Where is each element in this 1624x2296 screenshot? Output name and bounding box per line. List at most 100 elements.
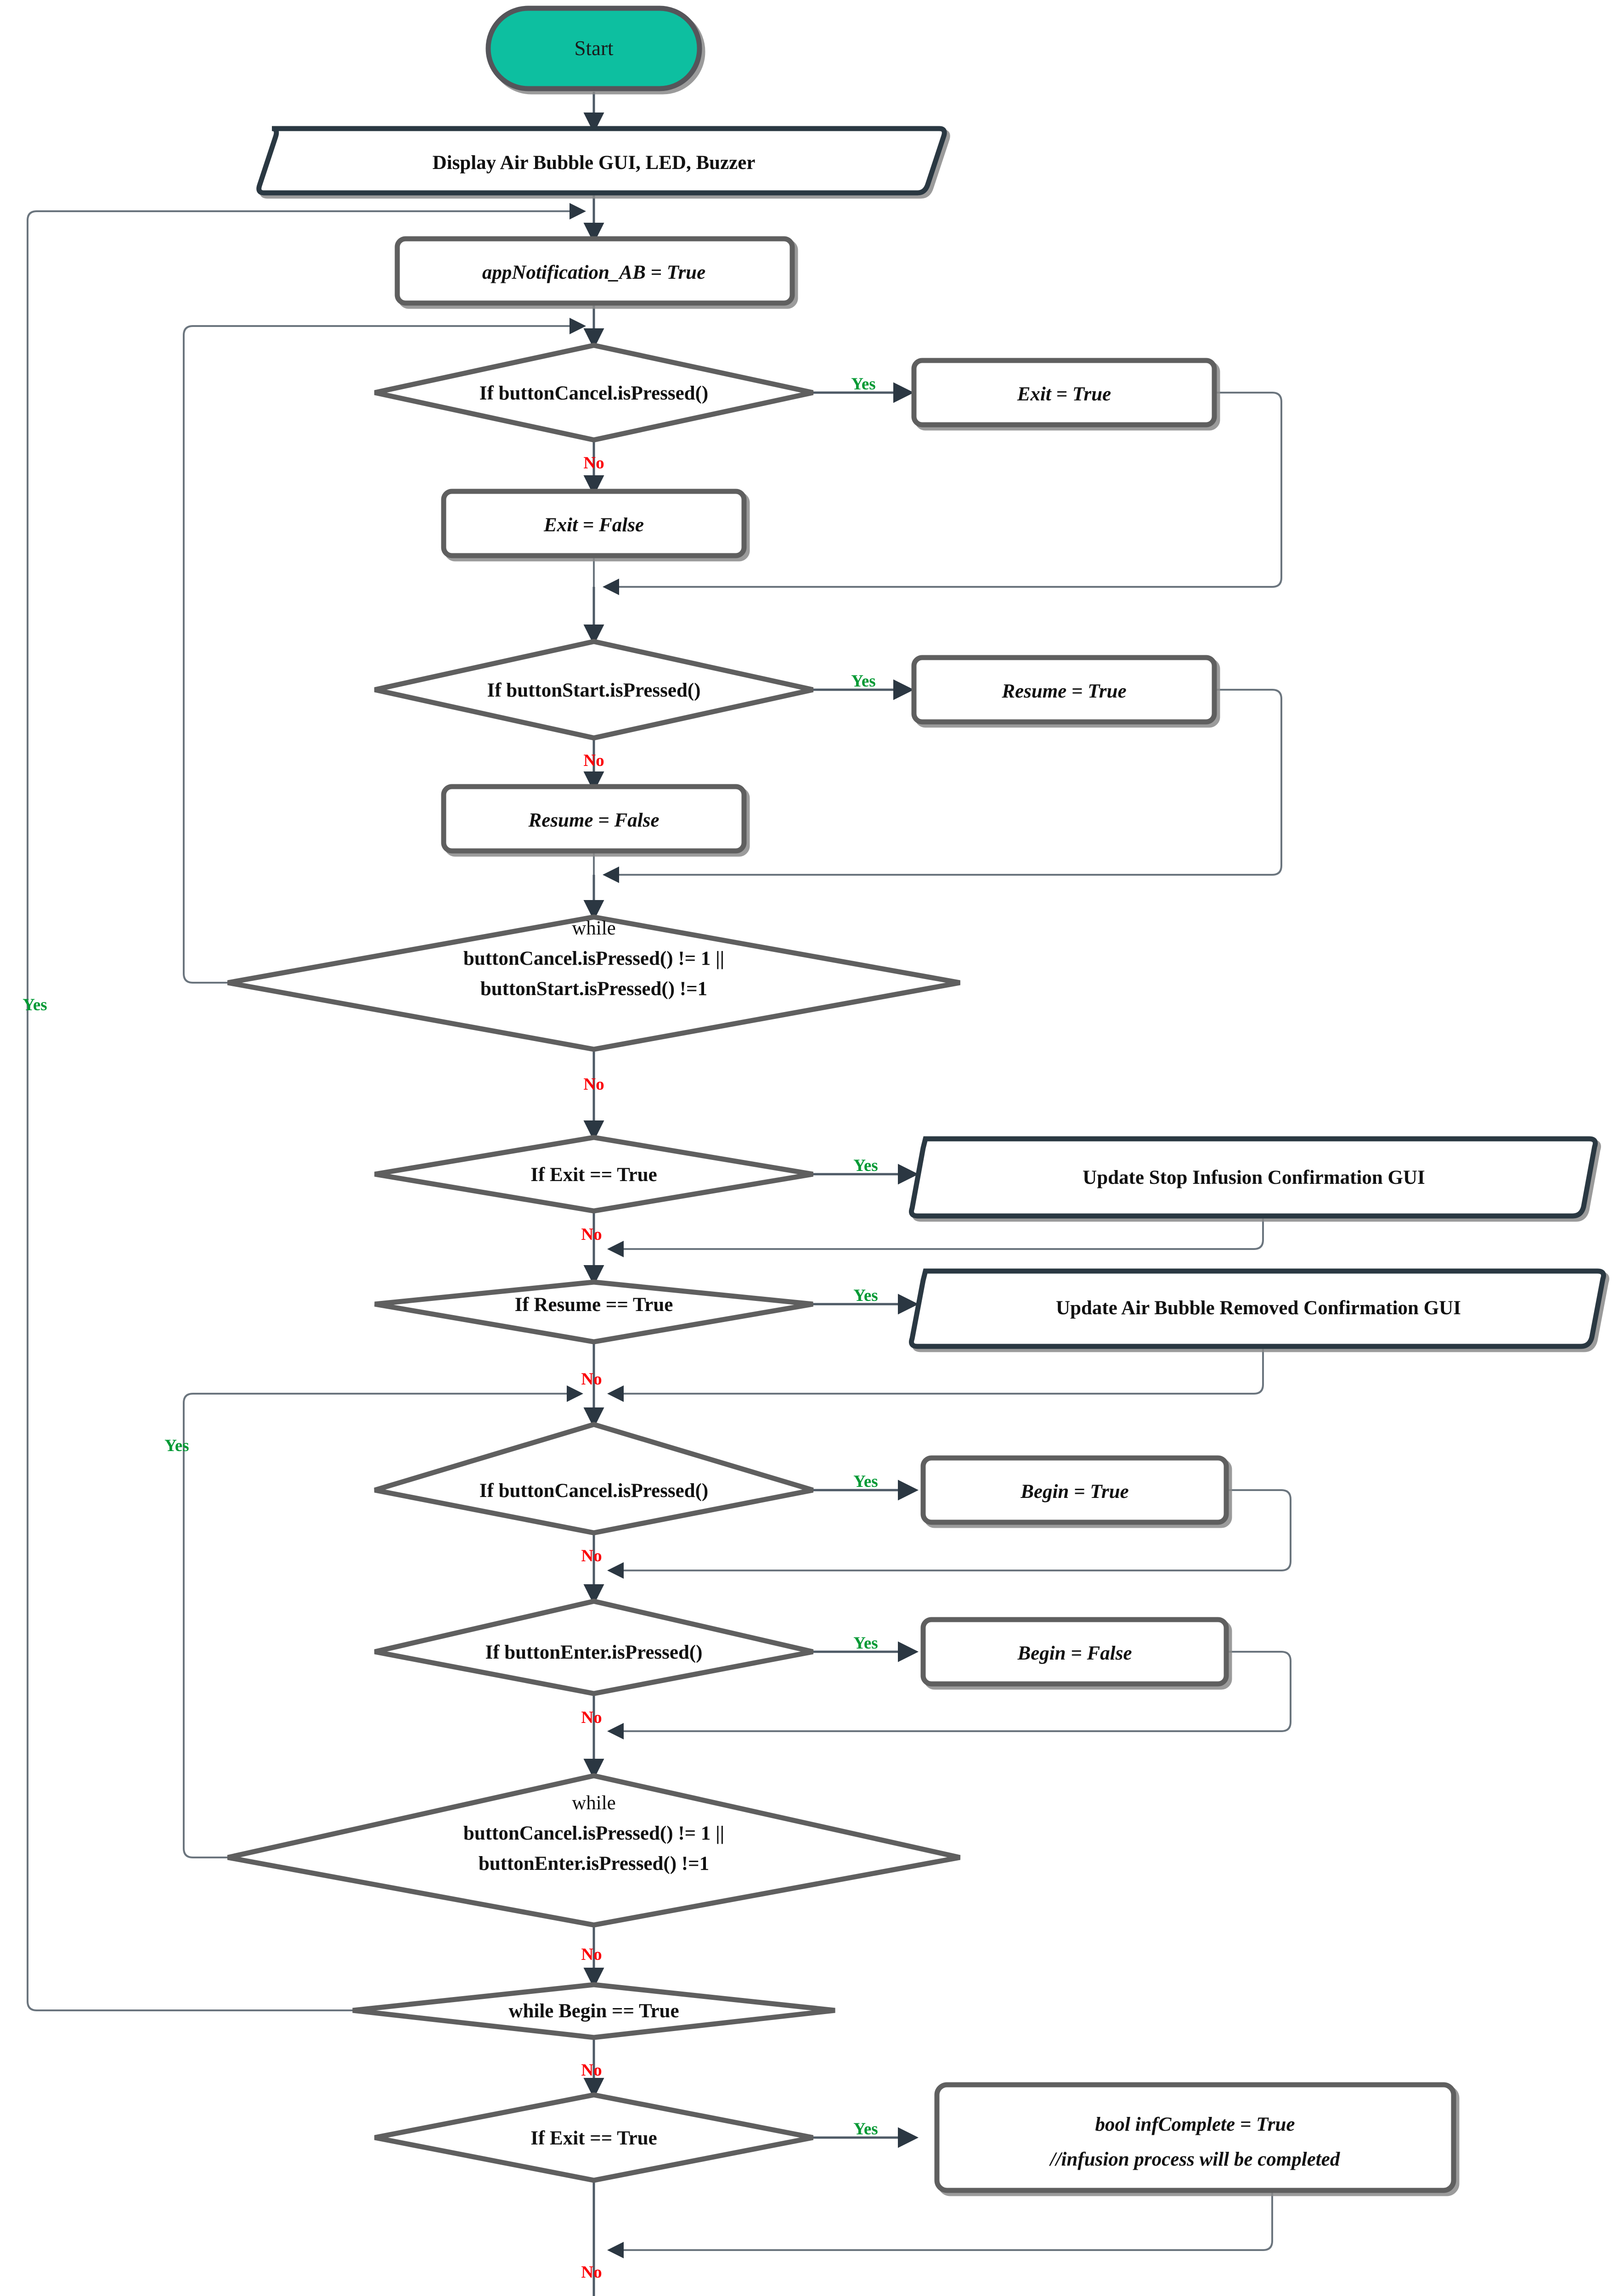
edge-whilebegin-yes-loop xyxy=(27,203,586,2011)
if-cancel-2-shape xyxy=(374,1422,814,1536)
while-1-line3: buttonStart.isPressed() !=1 xyxy=(480,978,707,1000)
if-start-label: If buttonStart.isPressed() xyxy=(487,680,700,701)
if-cancel-2-label: If buttonCancel.isPressed() xyxy=(479,1480,708,1502)
node-begin-false[interactable]: Begin = False xyxy=(920,1617,1229,1687)
edge-resumetrue-merge xyxy=(603,689,1282,883)
begin-false-shape xyxy=(920,1617,1229,1687)
edge-label-no-ifresume: No xyxy=(581,1370,602,1389)
inf-complete-shape xyxy=(934,2082,1456,2193)
if-exit-1-shape xyxy=(374,1135,813,1214)
edge-label-yes-ifresume: Yes xyxy=(853,1286,878,1305)
edge-label-no-while1: No xyxy=(583,1075,604,1094)
edge-label-no-ifexit1: No xyxy=(581,1225,602,1244)
if-resume-label: If Resume == True xyxy=(515,1294,673,1316)
node-resume-false[interactable]: Resume = False xyxy=(441,784,747,854)
node-gui-bubble[interactable]: Update Air Bubble Removed Confirmation G… xyxy=(909,1268,1606,1349)
node-inf-complete[interactable]: bool infComplete = True //infusion proce… xyxy=(934,2082,1456,2193)
gui-bubble-shape xyxy=(909,1268,1606,1349)
node-if-start[interactable]: If buttonStart.isPressed() xyxy=(374,639,814,741)
start-label: Start xyxy=(575,37,614,60)
if-start-shape xyxy=(374,639,814,741)
node-exit-false[interactable]: Exit = False xyxy=(441,489,747,558)
begin-true-label: Begin = True xyxy=(1020,1481,1129,1503)
display-shape xyxy=(256,126,947,196)
while-1-line1: while xyxy=(572,917,616,939)
edge-label-no-while2: No xyxy=(581,1945,602,1964)
begin-true-shape xyxy=(920,1455,1229,1525)
edge-while2-yes-loop xyxy=(183,1385,583,1858)
edge-exittrue-merge xyxy=(603,392,1282,595)
edge-label-yes-ifexit1: Yes xyxy=(853,1156,878,1175)
node-start[interactable]: Start xyxy=(485,6,702,91)
edge-label-no-ifexit2: No xyxy=(581,2263,602,2282)
edge-label-yes-ifenter: Yes xyxy=(853,1634,878,1653)
node-exit-true[interactable]: Exit = True xyxy=(911,358,1217,428)
if-cancel-1-label: If buttonCancel.isPressed() xyxy=(479,383,708,404)
gui-bubble-label: Update Air Bubble Removed Confirmation G… xyxy=(1056,1297,1461,1319)
node-if-cancel-2[interactable]: If buttonCancel.isPressed() xyxy=(374,1422,814,1536)
edge-guistop-join xyxy=(607,1217,1264,1257)
begin-false-label: Begin = False xyxy=(1017,1643,1132,1664)
resume-true-label: Resume = True xyxy=(1001,681,1126,702)
if-resume-shape xyxy=(374,1279,813,1345)
resume-true-shape xyxy=(911,655,1217,725)
node-if-resume[interactable]: If Resume == True xyxy=(374,1279,813,1345)
edge-label-yes-ifexit2: Yes xyxy=(853,2120,878,2138)
if-cancel-1-shape xyxy=(374,343,814,443)
node-while-2[interactable]: while buttonCancel.isPressed() != 1 || b… xyxy=(227,1773,961,1928)
while-begin-label: while Begin == True xyxy=(508,2000,679,2022)
edge-infcomplete-join xyxy=(607,2190,1273,2258)
edges xyxy=(27,92,1291,2296)
edge-label-no-ifcancel1: No xyxy=(583,454,604,473)
resume-false-shape xyxy=(441,784,747,854)
edge-label-yes-while2: Yes xyxy=(164,1436,189,1455)
if-exit-2-label: If Exit == True xyxy=(530,2127,657,2149)
if-exit-2-shape xyxy=(374,2092,814,2183)
edge-label-no-ifstart: No xyxy=(583,751,604,770)
appnotif-label: appNotification_AB = True xyxy=(482,262,705,283)
if-enter-label: If buttonEnter.isPressed() xyxy=(485,1642,702,1663)
edge-label-no-ifcancel2: No xyxy=(581,1547,602,1565)
edge-beginfalse-join xyxy=(607,1651,1291,1739)
while-2-line2: buttonCancel.isPressed() != 1 || xyxy=(463,1823,724,1844)
edge-guibubble-join xyxy=(607,1348,1264,1402)
edge-label-yes-ifcancel2: Yes xyxy=(853,1472,878,1491)
if-enter-shape xyxy=(374,1598,814,1696)
display-label: Display Air Bubble GUI, LED, Buzzer xyxy=(433,152,756,174)
edge-while1-yes-loop xyxy=(183,318,586,984)
gui-stop-shape xyxy=(909,1136,1598,1219)
if-exit-1-label: If Exit == True xyxy=(530,1164,657,1186)
exit-false-shape xyxy=(441,489,747,558)
while-2-line1: while xyxy=(572,1792,616,1814)
node-appnotif[interactable]: appNotification_AB = True xyxy=(395,236,795,306)
node-if-enter[interactable]: If buttonEnter.isPressed() xyxy=(374,1598,814,1696)
node-gui-stop[interactable]: Update Stop Infusion Confirmation GUI xyxy=(909,1136,1598,1219)
edge-label-no-whilebegin: No xyxy=(581,2061,602,2080)
node-if-exit-1[interactable]: If Exit == True xyxy=(374,1135,813,1214)
node-display[interactable]: Display Air Bubble GUI, LED, Buzzer xyxy=(256,126,947,196)
exit-false-label: Exit = False xyxy=(543,514,644,536)
node-while-begin[interactable]: while Begin == True xyxy=(352,1982,835,2040)
node-begin-true[interactable]: Begin = True xyxy=(920,1455,1229,1525)
node-if-cancel-1[interactable]: If buttonCancel.isPressed() xyxy=(374,343,814,443)
edge-begintrue-join xyxy=(607,1489,1291,1579)
while-2-line3: buttonEnter.isPressed() !=1 xyxy=(479,1853,709,1874)
while-1-line2: buttonCancel.isPressed() != 1 || xyxy=(463,948,724,969)
node-while-1[interactable]: while buttonCancel.isPressed() != 1 || b… xyxy=(227,914,960,1052)
node-if-exit-2[interactable]: If Exit == True xyxy=(374,2092,814,2183)
while-begin-shape xyxy=(352,1982,835,2040)
while-2-shape xyxy=(227,1773,961,1928)
edge-label-yes-ifstart: Yes xyxy=(851,672,875,691)
resume-false-label: Resume = False xyxy=(528,810,660,831)
appnotif-shape xyxy=(395,236,795,306)
node-resume-true[interactable]: Resume = True xyxy=(911,655,1217,725)
exit-true-label: Exit = True xyxy=(1017,383,1111,405)
inf-complete-line2: //infusion process will be completed xyxy=(1049,2149,1341,2170)
edge-label-no-ifenter: No xyxy=(581,1708,602,1727)
while-1-shape xyxy=(227,914,960,1052)
exit-true-shape xyxy=(911,358,1217,428)
inf-complete-line1: bool infComplete = True xyxy=(1095,2114,1295,2135)
edge-label-yes-ifcancel1: Yes xyxy=(851,375,875,394)
edge-label-yes-while1: Yes xyxy=(23,996,47,1014)
